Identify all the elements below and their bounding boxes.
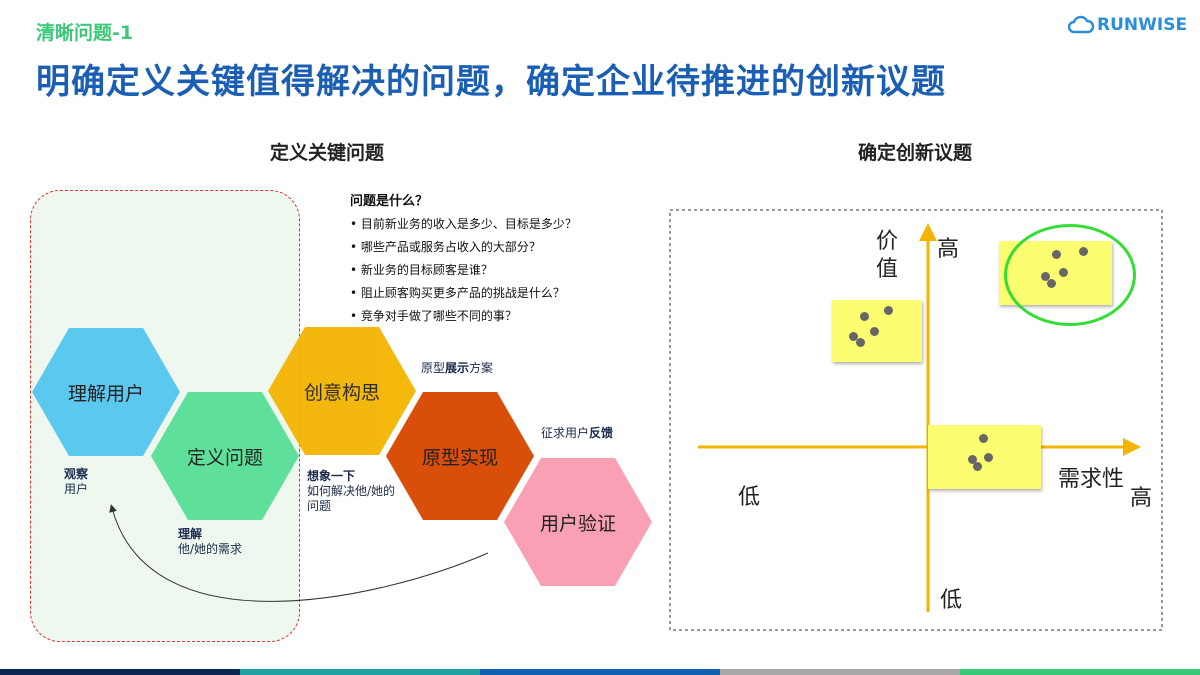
question-item: • 哪些产品或服务占收入的大部分？ (350, 240, 541, 254)
footer-bar-2 (240, 669, 480, 675)
note-imagine: 想象一下如何解决他/她的问题 (307, 469, 396, 513)
hex-test: 用户验证 (504, 458, 652, 586)
x-axis-label: 需求性 (1058, 467, 1125, 492)
page-subtitle: 清晰问题-1 (36, 22, 134, 44)
priority-highlight-circle (1004, 224, 1136, 326)
x-low-label: 低 (738, 485, 761, 510)
cloud-logo-icon (1068, 15, 1094, 34)
footer-bar-4 (720, 669, 960, 675)
question-item: • 竞争对手做了哪些不同的事？ (350, 309, 517, 323)
left-heading: 定义关键问题 (270, 142, 385, 164)
note-observe: 观察用户 (64, 467, 89, 496)
footer-bar-1 (0, 669, 240, 675)
sticky-note-high-demand (928, 425, 1041, 489)
question-item: • 阻止顾客购买更多产品的挑战是什么？ (350, 286, 565, 300)
note-prototype: 原型展示方案 (421, 361, 494, 375)
logo-text: RUNWISE (1097, 15, 1188, 35)
footer-bar-3 (480, 669, 720, 675)
runwise-logo: RUNWISE (1068, 14, 1187, 36)
y-high-label: 高 (937, 237, 960, 262)
footer-bar-5 (960, 669, 1200, 675)
note-understand: 理解他/她的需求 (178, 527, 243, 556)
question-item: • 目前新业务的收入是多少、目标是多少？ (350, 217, 577, 231)
right-heading: 确定创新议题 (858, 142, 973, 164)
questions-list: 问题是什么？ • 目前新业务的收入是多少、目标是多少？ • 哪些产品或服务占收入… (350, 190, 577, 328)
y-axis-label: 价值 (876, 229, 899, 282)
question-item: • 新业务的目标顾客是谁？ (350, 263, 493, 277)
x-high-label: 高 (1130, 486, 1153, 511)
note-feedback: 征求用户反馈 (541, 426, 614, 440)
page-title: 明确定义关键值得解决的问题，确定企业待推进的创新议题 (36, 62, 946, 102)
questions-title: 问题是什么？ (350, 194, 429, 209)
sticky-note-high-value (832, 300, 922, 362)
y-low-label: 低 (940, 588, 963, 613)
hex-understand-user: 理解用户 (32, 328, 180, 456)
